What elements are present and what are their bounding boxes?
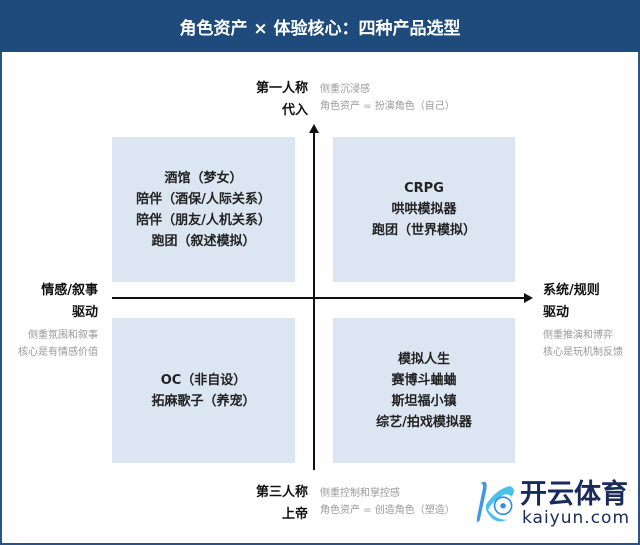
axis-note-line: 核心是有情感价值 — [18, 347, 98, 358]
quadrant-item: 斯坦福小镇 — [391, 393, 457, 409]
axis-label-line: 第三人称 — [255, 485, 308, 500]
axis-note-right: 侧重推演和博弈 核心是玩机制反馈 — [543, 327, 623, 361]
quadrant-item: 酒馆（梦女） — [164, 170, 243, 186]
axis-label-line: 驱动 — [543, 305, 570, 320]
axis-note-line: 核心是玩机制反馈 — [543, 347, 623, 358]
quadrant-bottom-right: 模拟人生 赛博斗蛐蛐 斯坦福小镇 综艺/拍戏模拟器 — [333, 318, 515, 463]
watermark-cn: 开云体育 — [520, 479, 628, 510]
axis-label-line: 上帝 — [281, 507, 308, 522]
horizontal-axis — [112, 297, 526, 299]
quadrant-top-right: CRPG 哄哄模拟器 跑团（世界模拟） — [333, 137, 515, 282]
quadrant-top-left: 酒馆（梦女） 陪伴（酒保/人际关系） 陪伴（朋友/人机关系） 跑团（叙述模拟） — [112, 137, 295, 282]
axis-label-line: 系统/规则 — [543, 283, 600, 298]
axis-label-left: 情感/叙事 驱动 — [10, 280, 98, 324]
quadrant-item: 跑团（叙述模拟） — [151, 233, 256, 249]
quadrant-item: 模拟人生 — [397, 351, 450, 367]
axis-label-line: 代入 — [281, 103, 308, 118]
quadrant-item: 跑团（世界模拟） — [371, 223, 476, 238]
quadrant-item: 陪伴（朋友/人机关系） — [136, 212, 271, 228]
vertical-axis — [313, 132, 315, 470]
axis-note-line: 角色资产 = 创造角色（塑造） — [320, 505, 455, 516]
axis-note-line: 侧重氛围和叙事 — [28, 330, 98, 341]
axis-label-top: 第一人称 代入 — [240, 78, 308, 122]
quadrant-item: 拓麻歌子（养宠） — [151, 393, 256, 409]
watermark-en: kaiyun.com — [522, 508, 631, 528]
axis-note-top: 侧重沉浸感 角色资产 = 扮演角色（自己） — [320, 81, 455, 115]
quadrant-item: 赛博斗蛐蛐 — [391, 372, 457, 388]
quadrant-item: CRPG — [404, 181, 444, 196]
axis-note-left: 侧重氛围和叙事 核心是有情感价值 — [4, 327, 98, 361]
quadrant-item: 综艺/拍戏模拟器 — [376, 414, 472, 430]
axis-note-line: 角色资产 = 扮演角色（自己） — [320, 101, 455, 112]
page-title: 角色资产 × 体验核心：四种产品选型 — [0, 0, 640, 52]
quadrant-bottom-left: OC（非自设） 拓麻歌子（养宠） — [112, 318, 295, 463]
quadrant-item: OC（非自设） — [160, 372, 247, 388]
axis-label-line: 第一人称 — [255, 81, 308, 96]
kaiyun-logo-icon — [476, 481, 514, 522]
axis-note-line: 侧重推演和博弈 — [543, 330, 613, 341]
watermark-logo: 开云体育 kaiyun.com — [470, 470, 636, 536]
axis-label-line: 情感/叙事 — [41, 283, 98, 298]
arrow-up-icon — [309, 124, 319, 133]
axis-label-bottom: 第三人称 上帝 — [240, 482, 308, 526]
axis-label-line: 驱动 — [71, 305, 98, 320]
quadrant-item: 陪伴（酒保/人际关系） — [136, 191, 271, 207]
axis-note-bottom: 侧重控制和掌控感 角色资产 = 创造角色（塑造） — [320, 485, 455, 519]
quadrant-item: 哄哄模拟器 — [391, 202, 457, 217]
arrow-right-icon — [524, 293, 533, 303]
axis-note-line: 侧重控制和掌控感 — [320, 488, 400, 499]
axis-note-line: 侧重沉浸感 — [320, 84, 370, 95]
axis-label-right: 系统/规则 驱动 — [543, 280, 600, 324]
